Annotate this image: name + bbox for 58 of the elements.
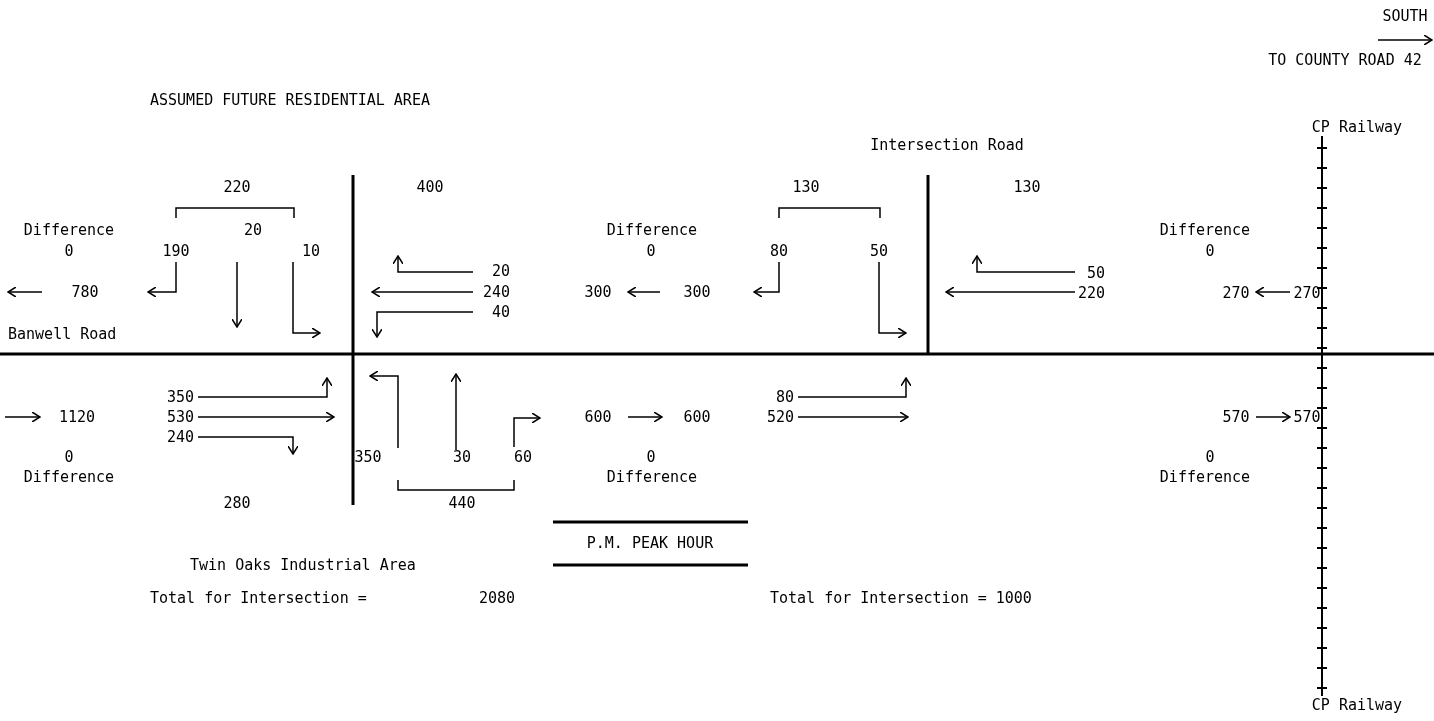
map-label: 570 <box>1293 408 1321 426</box>
map-label: 530 <box>166 408 194 426</box>
map-label: 240 <box>166 428 194 446</box>
map-label: P.M. PEAK HOUR <box>586 534 714 552</box>
map-label: 270 <box>1222 284 1250 302</box>
map-label: 0 <box>64 448 74 466</box>
map-label: 80 <box>775 388 794 406</box>
map-label: 20 <box>491 262 510 280</box>
map-label: 350 <box>166 388 194 406</box>
map-label: 0 <box>1205 448 1215 466</box>
map-label: 10 <box>301 242 321 260</box>
map-label: Twin Oaks Industrial Area <box>190 556 416 574</box>
map-label: 220 <box>223 178 251 196</box>
map-label: 2080 <box>478 589 516 607</box>
map-label: Difference <box>23 221 115 239</box>
map-label: 60 <box>513 448 533 466</box>
map-label: Difference <box>1159 468 1251 486</box>
map-label: 1120 <box>58 408 96 426</box>
map-label: 600 <box>584 408 612 426</box>
map-label: 400 <box>416 178 444 196</box>
map-label: 520 <box>766 408 794 426</box>
map-label: Banwell Road <box>8 325 117 343</box>
map-label: 440 <box>448 494 476 512</box>
map-label: Difference <box>23 468 115 486</box>
map-label: 600 <box>683 408 711 426</box>
map-label: 0 <box>646 448 656 466</box>
map-label: Difference <box>606 468 698 486</box>
map-label: 780 <box>71 283 99 301</box>
map-label: 350 <box>354 448 382 466</box>
map-label: 40 <box>491 303 510 321</box>
map-label: 270 <box>1293 284 1321 302</box>
map-label: 0 <box>646 242 656 260</box>
map-label: TO COUNTY ROAD 42 <box>1268 51 1422 69</box>
map-label: 130 <box>1013 178 1041 196</box>
map-label: Difference <box>1159 221 1251 239</box>
map-label: 50 <box>869 242 889 260</box>
map-label: 0 <box>64 242 74 260</box>
map-label: 220 <box>1077 284 1105 302</box>
map-label: 30 <box>452 448 472 466</box>
map-label: 570 <box>1222 408 1250 426</box>
map-label: 0 <box>1205 242 1215 260</box>
map-label: CP Railway <box>1311 118 1403 136</box>
map-label: 280 <box>223 494 251 512</box>
map-label: 80 <box>769 242 789 260</box>
map-label: 50 <box>1086 264 1105 282</box>
map-label: CP Railway <box>1311 696 1403 714</box>
map-label: 300 <box>584 283 612 301</box>
map-label: Intersection Road <box>870 136 1024 154</box>
map-label: 240 <box>482 283 510 301</box>
map-label: 300 <box>683 283 711 301</box>
map-label: 190 <box>162 242 190 260</box>
map-label: 130 <box>792 178 820 196</box>
map-label: 20 <box>243 221 263 239</box>
map-label: SOUTH <box>1382 7 1428 25</box>
map-label: Total for Intersection = <box>150 589 367 607</box>
map-label: ASSUMED FUTURE RESIDENTIAL AREA <box>150 91 430 109</box>
map-label: Total for Intersection = 1000 <box>770 589 1032 607</box>
map-label: Difference <box>606 221 698 239</box>
